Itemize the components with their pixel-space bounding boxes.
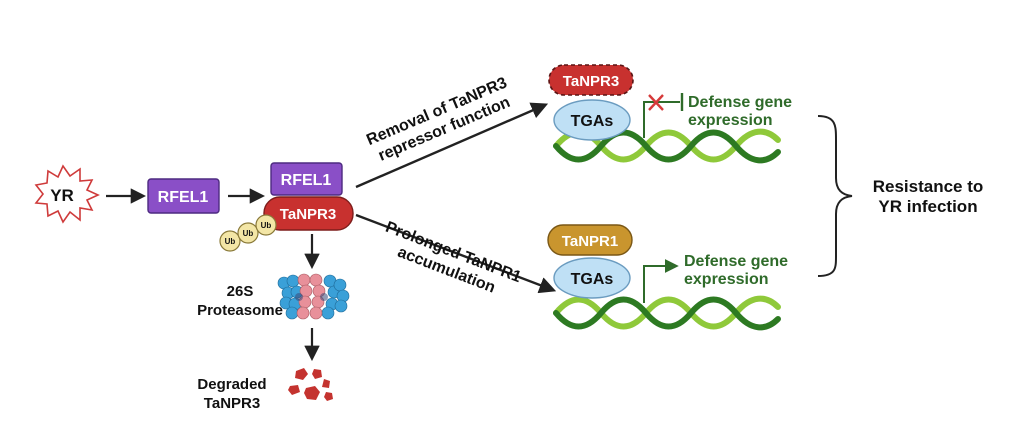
proteasome-icon — [277, 273, 350, 320]
tanpr3-complex-label: TaNPR3 — [280, 206, 336, 223]
proteasome-label-line2: Proteasome — [197, 302, 283, 319]
rfel1-box — [147, 178, 220, 214]
promoter-bottom — [643, 259, 679, 303]
ub-label-2: Ub — [243, 229, 254, 238]
tanpr3-top-label: TaNPR3 — [563, 73, 619, 90]
proteasome-label-line1: 26S — [227, 283, 254, 300]
rfel1-complex-label: RFEL1 — [281, 172, 332, 189]
tgas-bottom-ellipse — [553, 257, 631, 299]
inhibition-cross-icon — [648, 94, 664, 111]
degraded-label-line1: Degraded — [197, 376, 266, 393]
yr-starburst-icon — [34, 164, 100, 224]
yr-label: YR — [50, 186, 74, 205]
tanpr3-top-box — [548, 64, 634, 96]
tgas-top-ellipse — [553, 99, 631, 141]
rfel1-label: RFEL1 — [158, 189, 209, 206]
dna-helix-icon-bottom — [553, 295, 781, 331]
ub-label-1: Ub — [225, 237, 236, 246]
rfel1-complex-box — [270, 162, 343, 196]
top-defense-label-line2: expression — [688, 112, 772, 129]
tgas-top-label: TGAs — [571, 113, 614, 130]
resistance-label-line1: Resistance to — [873, 177, 984, 196]
grouping-brace — [817, 115, 853, 277]
ub-label-3: Ub — [261, 221, 272, 230]
degraded-label-line2: TaNPR3 — [204, 395, 260, 412]
degraded-fragments-icon — [288, 368, 333, 401]
tanpr1-bottom-label: TaNPR1 — [562, 233, 618, 250]
bottom-defense-label-line2: expression — [684, 271, 768, 288]
bottom-defense-label-line1: Defense gene — [684, 253, 788, 270]
top-defense-label-line1: Defense gene — [688, 94, 792, 111]
arrow-lower-path — [355, 213, 557, 294]
arrow-upper-path — [355, 102, 549, 189]
tanpr1-bottom-box — [547, 224, 633, 256]
tgas-bottom-label: TGAs — [571, 271, 614, 288]
resistance-label-line2: YR infection — [878, 197, 977, 216]
ubiquitin-icon — [219, 214, 277, 252]
tanpr3-complex-box — [263, 196, 354, 231]
promoter-top — [643, 101, 680, 138]
dna-helix-icon-top — [553, 128, 781, 164]
